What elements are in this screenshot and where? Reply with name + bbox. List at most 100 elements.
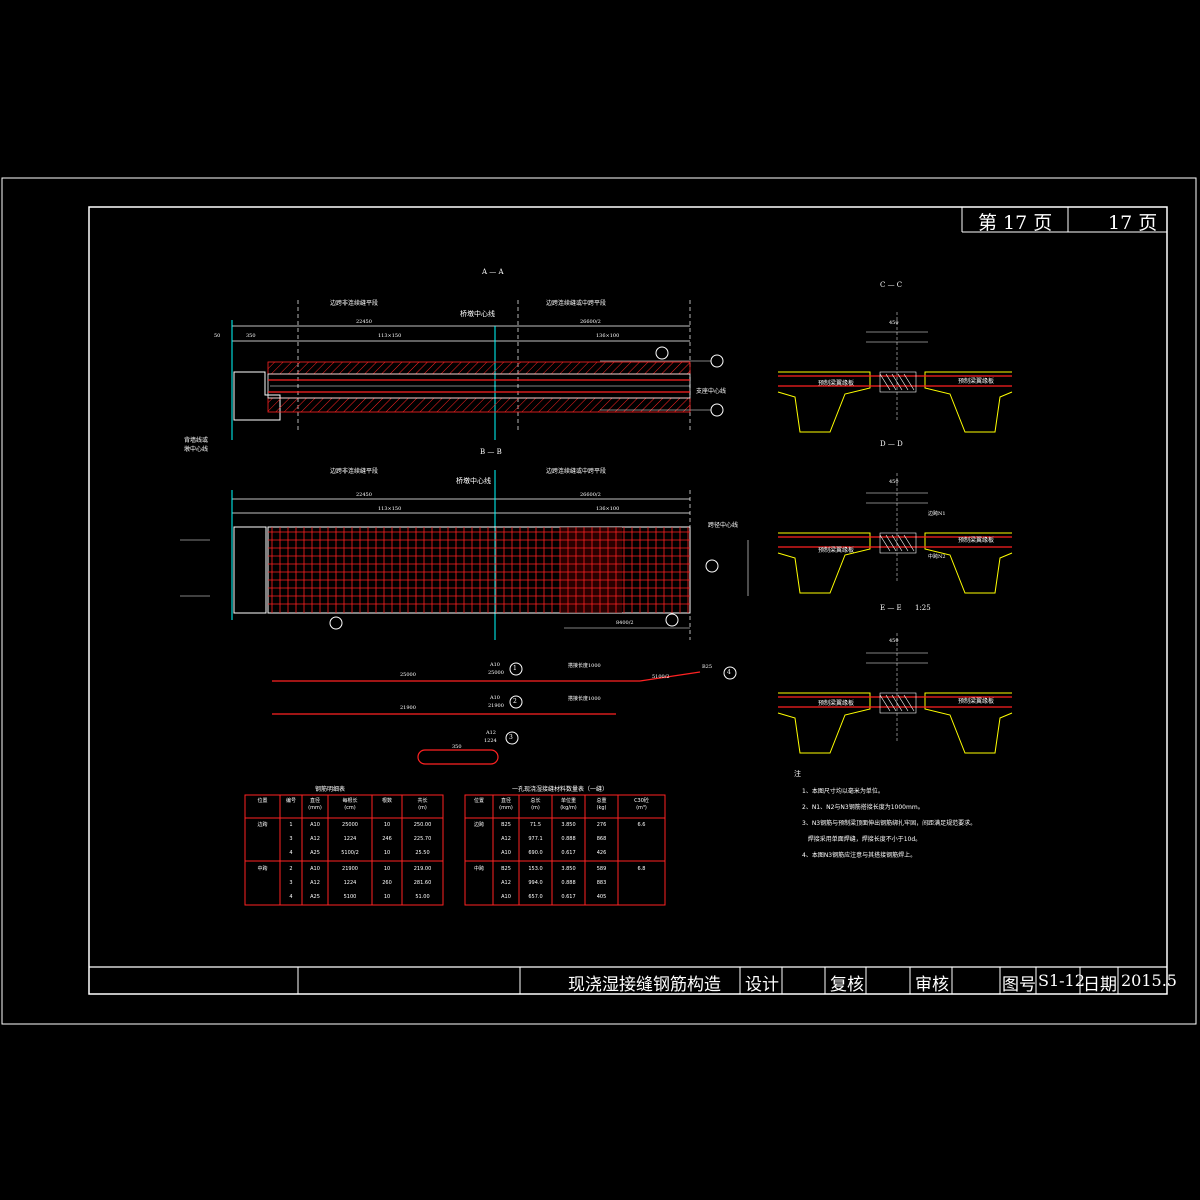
table-header-cell: 总长 (m): [530, 798, 541, 811]
table-cell: 10: [383, 894, 391, 900]
drawing-title: 现浇湿接缝钢筋构造: [568, 975, 721, 995]
note-item: 3、N3钢筋与预制梁顶面伸出钢筋绑扎牢固，间距满足规范要求。: [802, 820, 977, 827]
dd-girder-right: 预制梁翼缘板: [958, 537, 995, 544]
table-cell: A10: [310, 866, 320, 872]
drawing-no-label: 图号: [1002, 975, 1036, 995]
table-cell: 5100: [343, 894, 357, 900]
table-cell: 边跨: [257, 822, 268, 828]
section-dd-title: D — D: [880, 440, 903, 448]
bar1-len: 25000: [400, 672, 416, 678]
bar2-dia: A10: [490, 695, 500, 701]
table-cell: 10: [383, 850, 391, 856]
table-cell: 4: [289, 850, 293, 856]
table-cell: 994.0: [528, 880, 543, 886]
label-pier-center-bb: 桥墩中心线: [456, 477, 491, 485]
table-header-cell: 编号: [285, 798, 296, 804]
dim-113x150-bb: 113×150: [378, 506, 402, 512]
table-cell: A12: [501, 836, 511, 842]
section-ee-title: E — E: [880, 604, 902, 612]
table-cell: 0.888: [561, 836, 576, 842]
table-cell: 250.00: [413, 822, 432, 828]
table-cell: 405: [596, 894, 607, 900]
bar1-len2: 25000: [488, 670, 504, 676]
bar3-id: 3: [509, 734, 513, 741]
note-item: 1、本图尺寸均以毫米为单位。: [802, 788, 884, 795]
dim-26600-2: 26600/2: [580, 319, 601, 325]
table-cell: 边跨: [473, 822, 484, 828]
cross-sections: [777, 312, 1013, 754]
section-cc-title: C — C: [880, 281, 903, 289]
notes-title: 注: [794, 770, 801, 778]
table-cell: 71.5: [529, 822, 542, 828]
left-girder: [777, 532, 871, 594]
material-table: [464, 794, 666, 906]
table-header-cell: 共长 (m): [417, 798, 428, 811]
table-cell: 3.850: [561, 866, 576, 872]
joint-hatch: [885, 694, 897, 712]
note-item: 2、N1、N2与N3钢筋搭接长度为1000mm。: [802, 804, 924, 811]
dim-136x100: 136×100: [596, 333, 620, 339]
joint-hatch: [879, 373, 891, 391]
right-girder: [924, 692, 1013, 754]
label-side-span-continuous-bb: 边跨连续缝或中跨平段: [546, 468, 607, 475]
table1-title: 钢筋明细表: [315, 786, 346, 793]
table-cell: 153.0: [528, 866, 543, 872]
bar3-width: 350: [452, 744, 462, 750]
inner-frame: [88, 206, 1168, 995]
table-cell: 4: [289, 894, 293, 900]
table-cell: 0.617: [561, 850, 576, 856]
bar-shapes: [272, 662, 737, 765]
label-side-span-continuous: 边跨连续缝或中跨平段: [546, 300, 607, 307]
drawing-no: S1-12: [1038, 971, 1085, 990]
label-pier-center: 桥墩中心线: [460, 310, 495, 318]
table-cell: 6.6: [637, 822, 646, 828]
bar4-id: 4: [727, 669, 731, 676]
table-cell: 219.00: [413, 866, 432, 872]
right-girder: [924, 532, 1013, 594]
table-header-cell: 单位重 (kg/m): [560, 798, 577, 811]
note-item: 焊接采用单面焊缝，焊接长度不小于10d。: [802, 836, 922, 843]
bar2-len2: 21900: [488, 703, 504, 709]
dim-136x100-bb: 136×100: [596, 506, 620, 512]
table-cell: 260: [382, 880, 392, 886]
bar2-lap: 搭接长度1000: [568, 696, 601, 702]
cross-section: [777, 312, 1013, 433]
bar1-id: 1: [513, 665, 517, 672]
left-girder: [777, 692, 871, 754]
table-cell: A12: [501, 880, 511, 886]
bar3-len: 1224: [484, 738, 497, 744]
table-cell: B25: [501, 822, 511, 828]
section-ee-scale: 1:25: [915, 604, 931, 612]
label-bearing-center: 支座中心线: [696, 388, 727, 395]
dd-girder-left: 预制梁翼缘板: [818, 547, 855, 554]
date-value: 2015.5: [1121, 971, 1177, 990]
ee-girder-right: 预制梁翼缘板: [958, 698, 995, 705]
dim-22450-bb: 22450: [356, 492, 372, 498]
table-cell: A25: [310, 850, 320, 856]
section-bb-title: B — B: [480, 448, 502, 456]
table-cell: 3: [289, 880, 293, 886]
table-cell: 426: [596, 850, 607, 856]
bar2-len: 21900: [400, 705, 416, 711]
bar1-lap: 搭接长度1000: [568, 663, 601, 669]
right-girder: [924, 371, 1013, 433]
cross-section: [777, 473, 1013, 594]
page-number: 第 17 页: [978, 212, 1053, 234]
section-aa-drawing: [231, 300, 724, 440]
table2-title: 一孔现浇湿接缝材料数量表（一缝）: [512, 786, 609, 793]
bar1-dia: A10: [490, 662, 500, 668]
dd-mid-span: 中跨N2: [928, 554, 946, 560]
notes-list: 1、本图尺寸均以毫米为单位。 2、N1、N2与N3钢筋搭接长度为1000mm。 3、…: [802, 784, 976, 864]
rebar-table: [244, 794, 444, 906]
table-cell: 中跨: [473, 866, 484, 872]
table-cell: 1224: [343, 880, 357, 886]
table-cell: 657.0: [528, 894, 543, 900]
bar4-dia: B25: [702, 664, 713, 670]
joint-hatch: [897, 534, 909, 552]
date-label: 日期: [1083, 975, 1117, 995]
joint-hatch: [879, 534, 891, 552]
table-cell: A25: [310, 894, 320, 900]
label-abutment-center: 背墙线或 墩中心线: [184, 437, 209, 453]
cross-section: [777, 633, 1013, 754]
